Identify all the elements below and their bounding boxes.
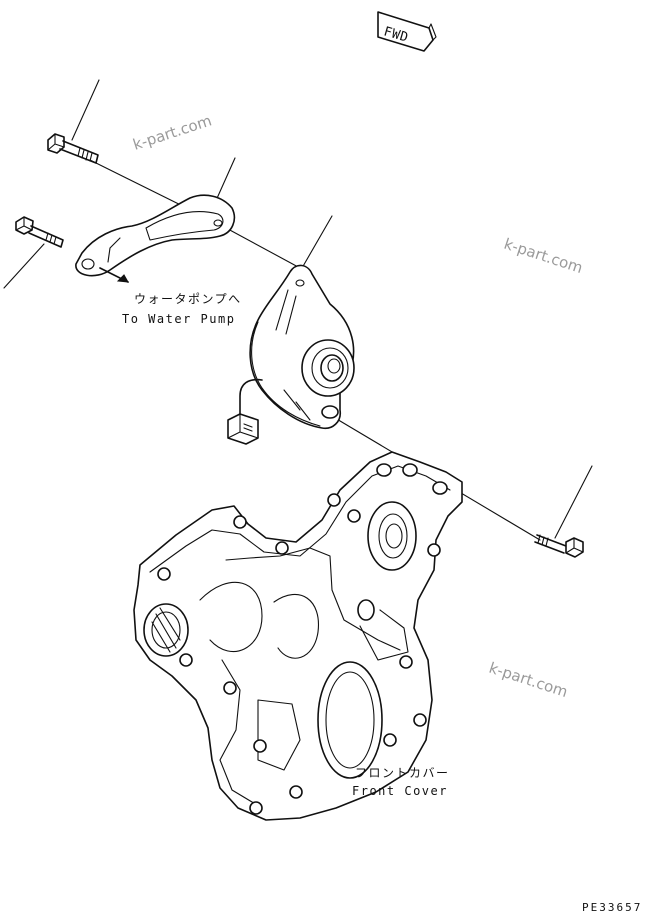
watermark-2: k-part.com bbox=[502, 235, 585, 277]
leader-line-top-bolt bbox=[71, 79, 100, 141]
watermark-3: k-part.com bbox=[487, 659, 570, 701]
drawing-number: PE33657 bbox=[582, 901, 642, 914]
label-front-cover-en: Front Cover bbox=[352, 784, 448, 798]
fwd-label: FWD bbox=[382, 24, 410, 45]
leader-line-right-bolt bbox=[554, 465, 593, 539]
leader-line-short-bolt bbox=[3, 243, 45, 289]
water-pump-arrowhead bbox=[116, 274, 129, 283]
fwd-direction-marker: FWD bbox=[377, 11, 437, 52]
watermark-1: k-part.com bbox=[131, 111, 214, 153]
label-front-cover-jp: フロントカバー bbox=[355, 766, 450, 780]
sensor-unit bbox=[227, 264, 355, 445]
right-bolt bbox=[534, 534, 584, 558]
bracket bbox=[75, 194, 236, 283]
short-bolt bbox=[15, 216, 64, 248]
leader-line-sensor bbox=[301, 215, 333, 269]
top-bolt bbox=[47, 133, 99, 164]
label-to-water-pump-en: To Water Pump bbox=[122, 312, 235, 326]
label-to-water-pump-jp: ウォータポンプへ bbox=[134, 292, 242, 306]
front-cover bbox=[133, 451, 463, 821]
